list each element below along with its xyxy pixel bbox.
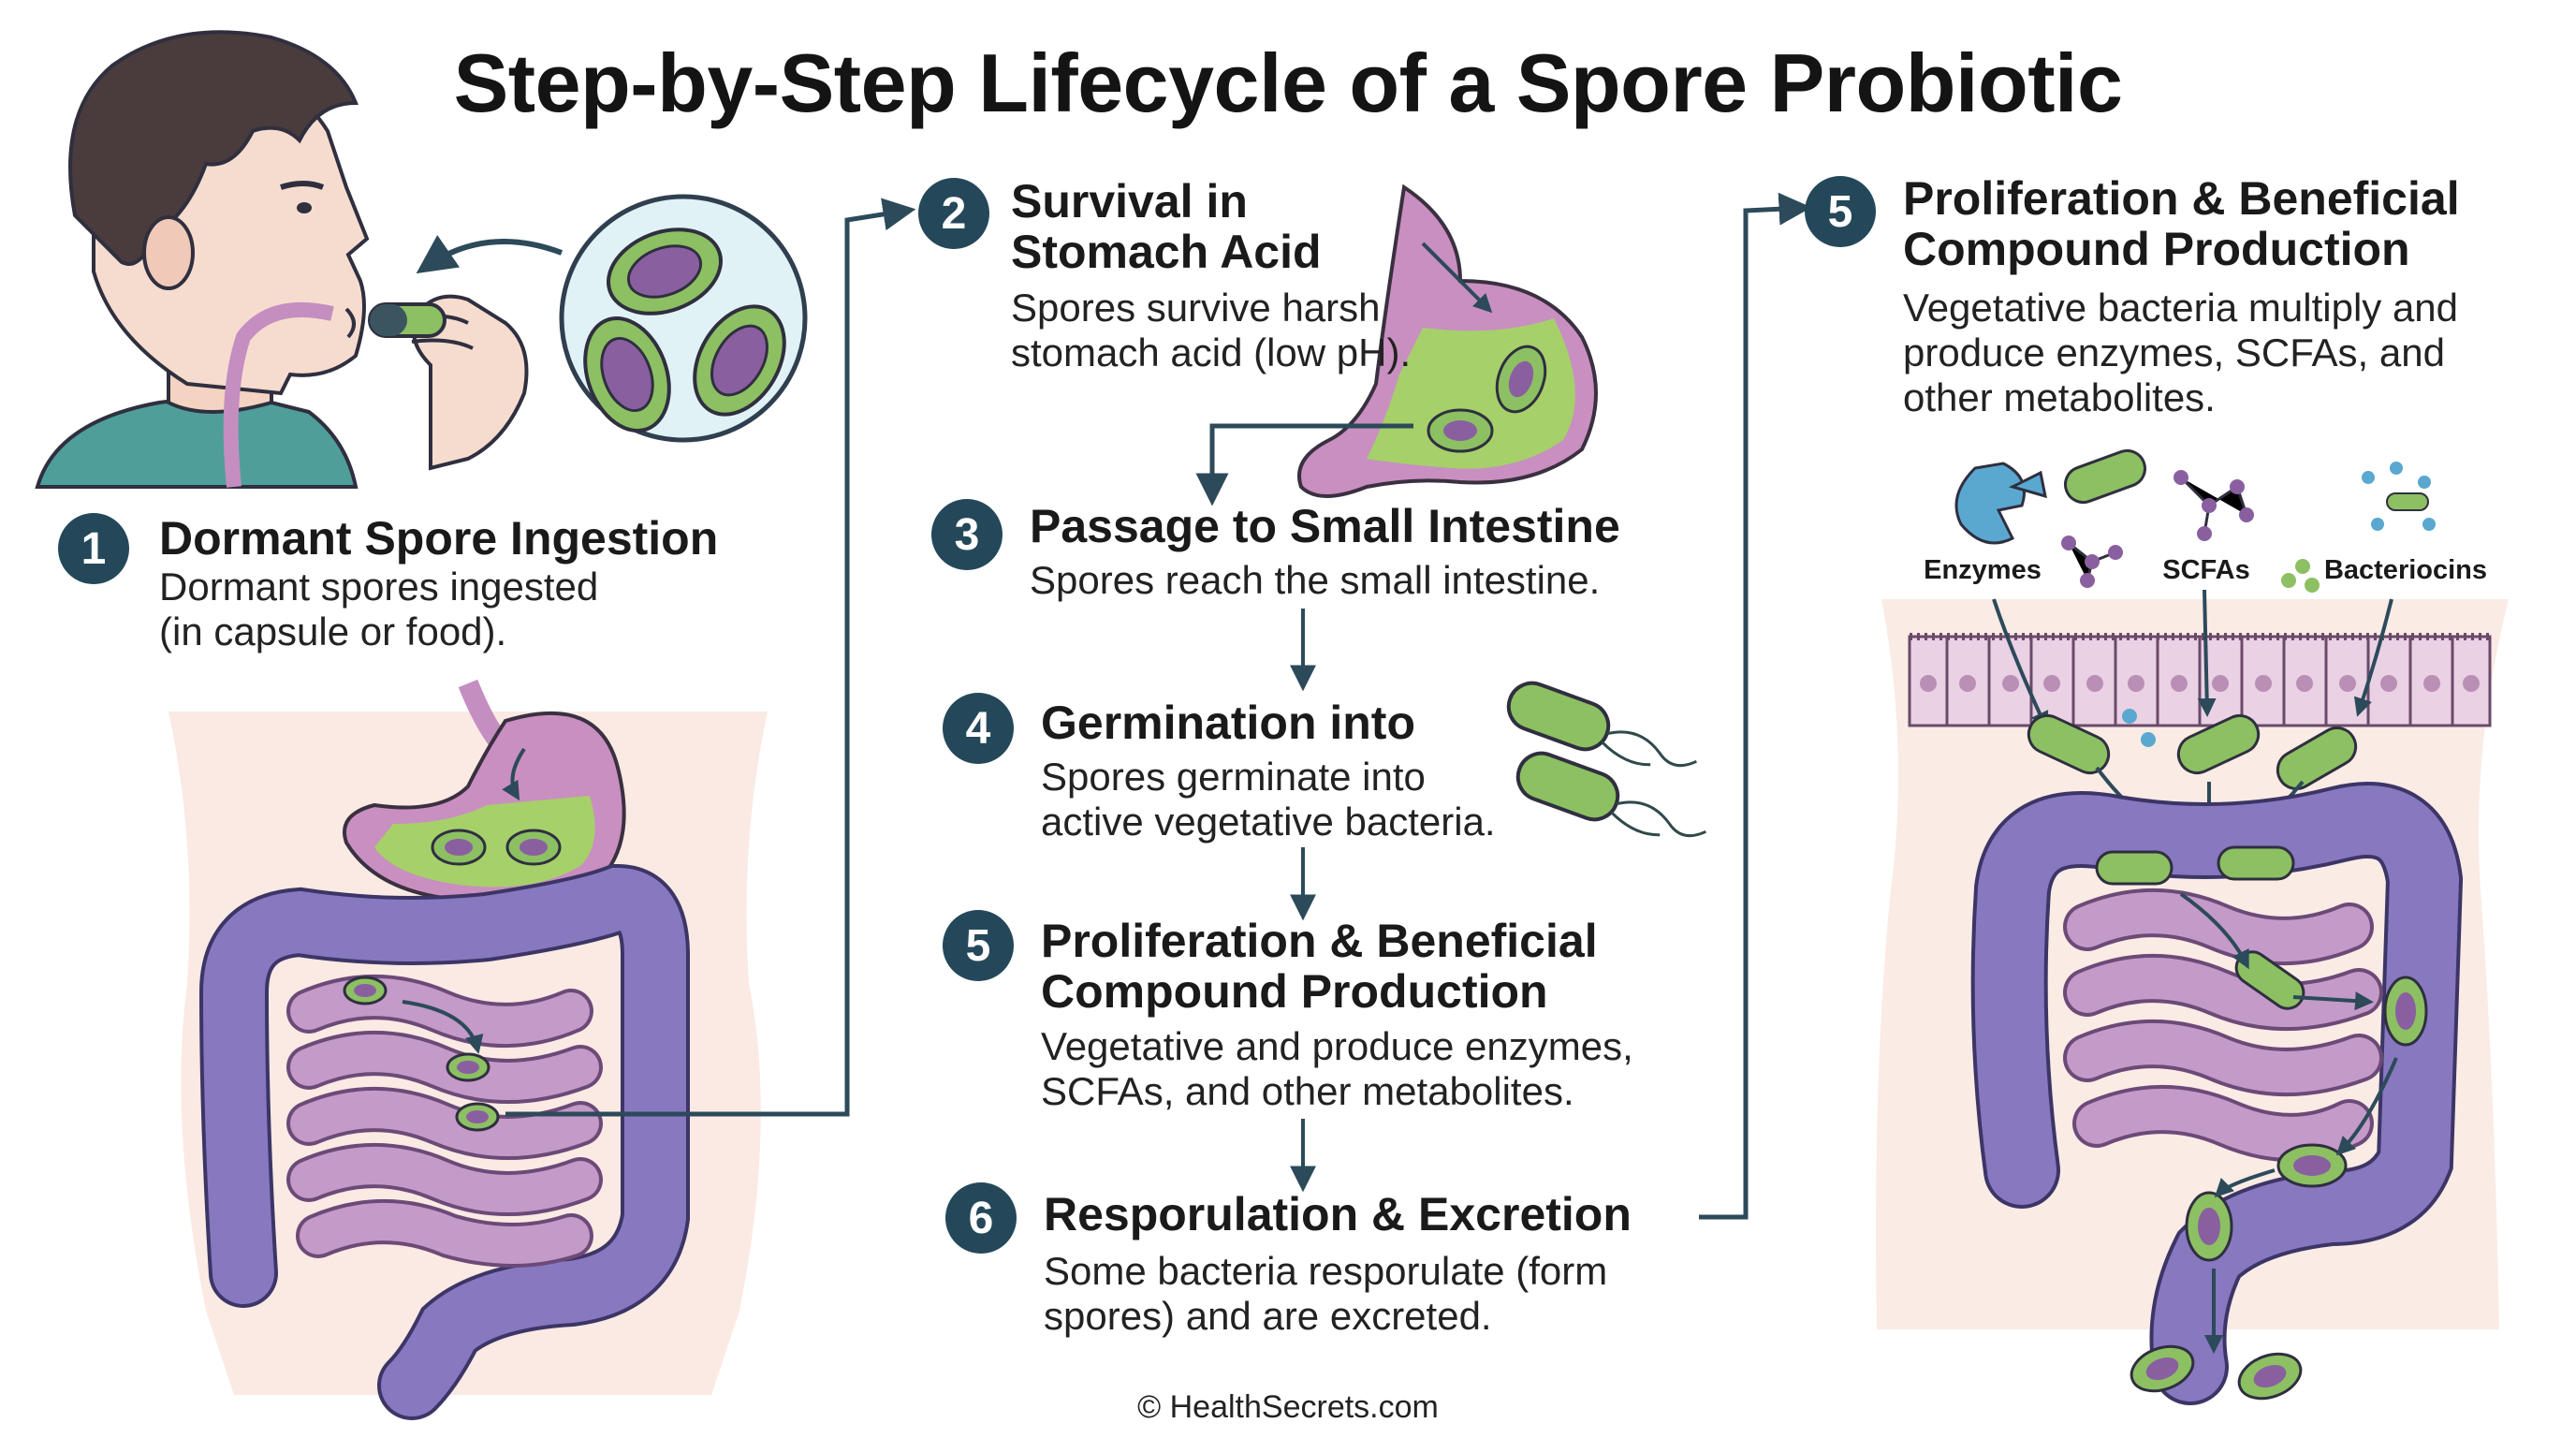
step-title-line: Proliferation & Beneficial [1041, 915, 1598, 967]
head-profile-icon [35, 30, 529, 489]
bacteria-icon [1506, 681, 1706, 838]
step-title-line: Proliferation & Beneficial [1903, 172, 2460, 225]
step-title-line: Stomach Acid [1011, 226, 1322, 278]
step-4-desc: Spores germinate into active vegetative … [1041, 755, 1496, 844]
stomach-icon [1297, 183, 1598, 498]
step-5-right-title: Proliferation & Beneficial Compound Prod… [1903, 173, 2460, 274]
stomach-icon [343, 711, 626, 907]
step-badge: 3 [931, 499, 1003, 570]
step-badge: 1 [58, 513, 129, 584]
step-desc-line: Spores survive harsh [1011, 286, 1381, 330]
step-title-line: Dormant Spore Ingestion [159, 512, 719, 565]
spore-magnifier-icon [559, 194, 808, 443]
step-2-title: Survival in Stomach Acid [1011, 176, 1322, 277]
step-desc-line: Dormant spores ingested [159, 565, 599, 609]
enzyme-icon [1954, 462, 2047, 545]
step-badge: 2 [918, 178, 989, 249]
step-desc-line: Some bacteria resporulate (form [1044, 1249, 1608, 1293]
bacteria-icon [2027, 709, 2358, 790]
step-title-line: Compound Production [1041, 965, 1548, 1018]
step-1-desc: Dormant spores ingested (in capsule or f… [159, 565, 598, 654]
step-6-title: Resporulation & Excretion [1044, 1189, 1632, 1240]
step-title-line: Resporulation & Excretion [1044, 1188, 1632, 1240]
intestine-icon [1970, 782, 2464, 1405]
step-desc-line: other metabolites. [1903, 375, 2216, 419]
epithelium-layer [1908, 633, 2492, 727]
step-4-title: Germination into [1041, 697, 1415, 748]
bacteria-icon [2064, 448, 2146, 505]
step-desc-line: stomach acid (low pH). [1011, 330, 1412, 374]
step-desc-line: active vegetative bacteria. [1041, 800, 1496, 844]
intestine-icon [198, 863, 690, 1420]
step-5-right-desc: Vegetative bacteria multiply and produce… [1903, 286, 2458, 420]
step-desc-line: (in capsule or food). [159, 609, 507, 653]
step-desc-line: Spores reach the small intestine. [1030, 558, 1601, 602]
step-desc-line: Spores germinate into [1041, 755, 1426, 799]
step-badge: 5 [943, 910, 1014, 981]
label-bacteriocins: Bacteriocins [2324, 555, 2487, 585]
step-desc-line: spores) and are excreted. [1044, 1294, 1492, 1338]
step-desc-line: SCFAs, and other metabolites. [1041, 1069, 1574, 1113]
step-desc-line: Vegetative bacteria multiply and [1903, 286, 2459, 330]
page-title: Step-by-Step Lifecycle of a Spore Probio… [453, 37, 2123, 129]
step-1-title: Dormant Spore Ingestion [159, 513, 718, 564]
label-enzymes: Enzymes [1924, 555, 2042, 585]
step-5-desc: Vegetative and produce enzymes, SCFAs, a… [1041, 1024, 1633, 1114]
step-badge: 6 [945, 1182, 1017, 1254]
label-scfas: SCFAs [2162, 555, 2249, 585]
step-5-title: Proliferation & Beneficial Compound Prod… [1041, 916, 1598, 1017]
step-title-line: Germination into [1041, 697, 1415, 749]
step-3-desc: Spores reach the small intestine. [1030, 558, 1600, 603]
copyright-footer: © HealthSecrets.com [1137, 1389, 1439, 1425]
step-title-line: Compound Production [1903, 223, 2410, 275]
capsule-icon [368, 302, 446, 338]
molecule-icon [2061, 470, 2254, 588]
step-6-desc: Some bacteria resporulate (form spores) … [1044, 1249, 1607, 1339]
step-title-line: Survival in [1011, 175, 1248, 227]
step-badge: 5 [1805, 176, 1876, 247]
step-desc-line: produce enzymes, SCFAs, and [1903, 330, 2445, 374]
step-desc-line: Vegetative and produce enzymes, [1041, 1024, 1633, 1068]
molecule-icon [2281, 462, 2436, 593]
step-3-title: Passage to Small Intestine [1030, 501, 1620, 551]
step-2-desc: Spores survive harsh stomach acid (low p… [1011, 286, 1411, 375]
step-badge: 4 [943, 693, 1014, 764]
step-title-line: Passage to Small Intestine [1030, 500, 1620, 552]
